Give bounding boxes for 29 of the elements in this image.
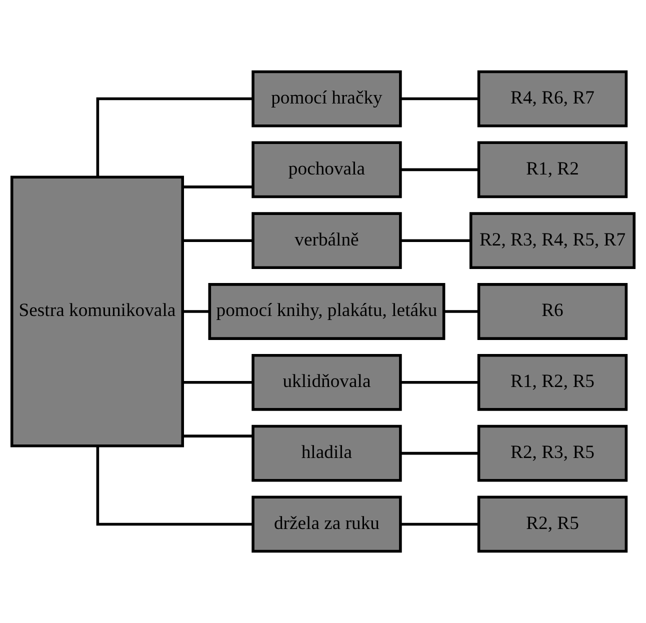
node-box: R1, R2, R5 xyxy=(477,354,628,411)
node-box: pochovala xyxy=(252,141,402,198)
node-box: verbálně xyxy=(252,212,402,270)
node-box: pomocí hračky xyxy=(252,70,402,128)
connector xyxy=(182,381,253,384)
node-box: R2, R5 xyxy=(477,496,628,553)
connector xyxy=(96,97,253,178)
connector xyxy=(182,186,253,188)
connector xyxy=(182,310,210,313)
node-box: R4, R6, R7 xyxy=(477,70,628,128)
connector xyxy=(96,446,253,526)
connector xyxy=(444,310,479,313)
node-box: R2, R3, R5 xyxy=(477,424,628,482)
connector xyxy=(182,434,253,438)
node-box: R2, R3, R4, R5, R7 xyxy=(469,212,636,270)
connector xyxy=(400,381,479,384)
connector xyxy=(400,97,479,100)
node-box: Sestra komunikovala xyxy=(10,176,184,448)
connector xyxy=(400,522,479,526)
node-box: pomocí knihy, plakátu, letáku xyxy=(208,283,446,340)
connector xyxy=(400,239,471,242)
node-box: držela za ruku xyxy=(252,496,402,553)
connector xyxy=(400,168,479,172)
connector xyxy=(400,452,479,455)
node-box: R1, R2 xyxy=(477,141,628,198)
node-box: uklidňovala xyxy=(252,354,402,411)
node-box: hladila xyxy=(252,424,402,482)
connector xyxy=(182,239,253,242)
node-box: R6 xyxy=(477,283,628,340)
